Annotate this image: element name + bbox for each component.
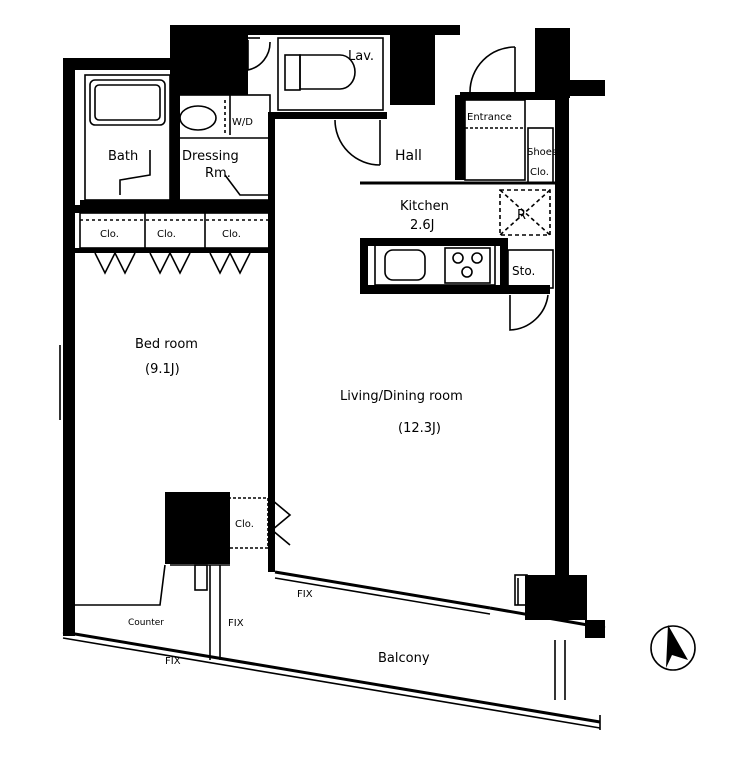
fix-label-3: FIX	[165, 656, 181, 667]
dressing-room-label: Dressing	[182, 149, 239, 164]
living-size: (12.3J)	[398, 421, 441, 436]
kitchen-size: 2.6J	[410, 218, 435, 233]
lav-label: Lav.	[348, 49, 374, 64]
entrance-label: Entrance	[467, 112, 512, 123]
closet-label-4: Clo.	[235, 519, 254, 530]
counter-label: Counter	[128, 618, 164, 628]
closet-label-2: Clo.	[157, 229, 176, 240]
walls	[63, 25, 605, 638]
thin-lines	[59, 37, 606, 730]
shoes-closet-label: Clo.	[530, 167, 549, 178]
balcony-label: Balcony	[378, 651, 430, 666]
closet-label-3: Clo.	[222, 229, 241, 240]
hall-label: Hall	[395, 148, 422, 164]
mb-label: MB	[405, 52, 421, 63]
fix-label-1: FIX	[297, 589, 313, 600]
closet-label-1: Clo.	[100, 229, 119, 240]
wd-label: W/D	[232, 117, 253, 128]
room-labels: Lav. MB W/D Entrance Shoes Clo. Hall Bat…	[100, 49, 557, 667]
bedroom-size: (9.1J)	[145, 362, 180, 377]
kitchen-label: Kitchen	[400, 199, 449, 214]
fix-label-2: FIX	[228, 618, 244, 629]
dressing-room-label-2: Rm.	[205, 166, 231, 181]
bath-label: Bath	[108, 149, 138, 164]
north-arrow-icon	[650, 625, 696, 671]
bedroom-label: Bed room	[135, 337, 198, 352]
fridge-label: R	[517, 208, 526, 223]
shoes-label: Shoes	[527, 147, 557, 158]
living-label: Living/Dining room	[340, 389, 463, 404]
storage-label: Sto.	[512, 264, 535, 278]
